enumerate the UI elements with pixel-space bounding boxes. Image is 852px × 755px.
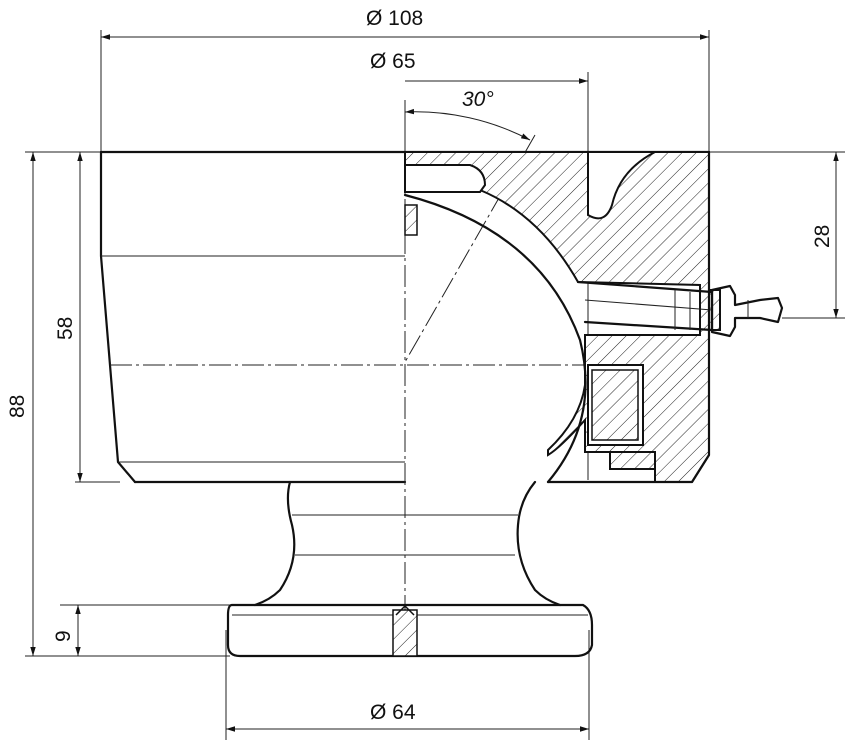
section-hatching: [404, 151, 721, 483]
dimension-58: 58: [54, 151, 120, 483]
right-outer-edge: [546, 150, 711, 484]
dimension-64: Ø 64: [225, 630, 590, 740]
angle-label: 30°: [462, 88, 494, 111]
dimension-label-58: 58: [54, 317, 77, 340]
ball: [403, 193, 587, 484]
neck: [253, 480, 562, 607]
dimension-65: Ø 65: [370, 50, 589, 480]
dimension-label-9: 9: [52, 630, 75, 642]
dimension-label-88: 88: [6, 395, 29, 418]
dimension-88: 88: [6, 151, 230, 657]
dimension-label-65: Ø 65: [370, 50, 416, 73]
angle-30: 30°: [404, 88, 536, 363]
dimension-28: 28: [709, 151, 845, 319]
dimension-108: Ø 108: [100, 7, 710, 152]
dimension-label-64: Ø 64: [370, 701, 416, 724]
dimension-9: 9: [52, 604, 230, 656]
dimension-label-108: Ø 108: [366, 7, 423, 30]
dimension-label-28: 28: [811, 225, 834, 248]
base-plate: [226, 603, 594, 658]
grease-nipple: [576, 280, 784, 338]
